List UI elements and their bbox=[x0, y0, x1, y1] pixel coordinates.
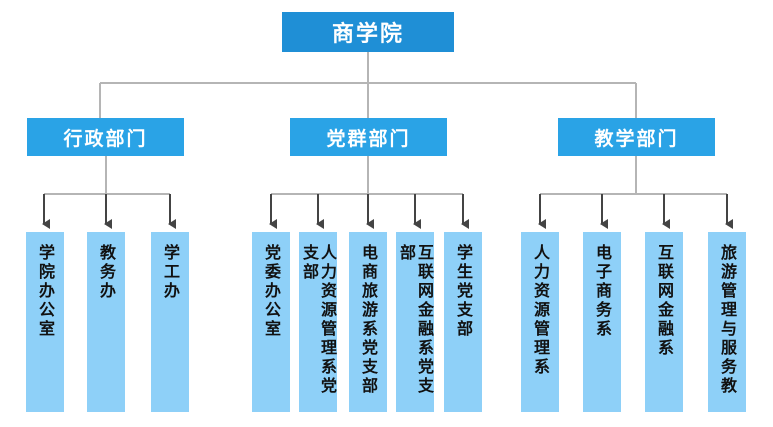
unit-label: 教务办 bbox=[97, 244, 116, 301]
dept-label: 党群部门 bbox=[326, 127, 411, 150]
unit-label: 学工办 bbox=[161, 244, 180, 301]
unit-node: 电商旅游系党支部 bbox=[349, 232, 387, 412]
unit-node: 互联网金融系党支部 bbox=[396, 232, 434, 412]
dept-node-party: 党群部门 bbox=[290, 118, 447, 156]
unit-label: 人力资源管理系 bbox=[531, 244, 550, 377]
dept-label: 行政部门 bbox=[63, 127, 148, 150]
unit-node: 人力资源管理系 bbox=[521, 232, 559, 412]
unit-label: 旅游管理与服务教 bbox=[718, 244, 737, 396]
unit-label: 学院办公室 bbox=[36, 244, 55, 339]
unit-label: 人力资源管理系党支部 bbox=[300, 244, 337, 396]
unit-node: 学生党支部 bbox=[444, 232, 482, 412]
unit-node: 学工办 bbox=[151, 232, 189, 412]
root-node: 商学院 bbox=[282, 12, 454, 52]
unit-node: 学院办公室 bbox=[26, 232, 64, 412]
unit-node: 党委办公室 bbox=[252, 232, 290, 412]
dept-node-teaching: 教学部门 bbox=[558, 118, 715, 156]
unit-label: 党委办公室 bbox=[262, 244, 281, 339]
unit-label: 电商旅游系党支部 bbox=[359, 244, 378, 396]
unit-node: 旅游管理与服务教 bbox=[708, 232, 746, 412]
unit-node: 人力资源管理系党支部 bbox=[299, 232, 337, 412]
unit-node: 互联网金融系 bbox=[645, 232, 683, 412]
dept-label: 教学部门 bbox=[594, 127, 679, 150]
dept-node-admin: 行政部门 bbox=[27, 118, 184, 156]
unit-label: 互联网金融系党支部 bbox=[397, 244, 434, 396]
unit-label: 电子商务系 bbox=[593, 244, 612, 339]
unit-node: 电子商务系 bbox=[583, 232, 621, 412]
unit-node: 教务办 bbox=[87, 232, 125, 412]
unit-label: 互联网金融系 bbox=[655, 244, 674, 358]
root-label: 商学院 bbox=[331, 22, 404, 47]
unit-label: 学生党支部 bbox=[454, 244, 473, 339]
